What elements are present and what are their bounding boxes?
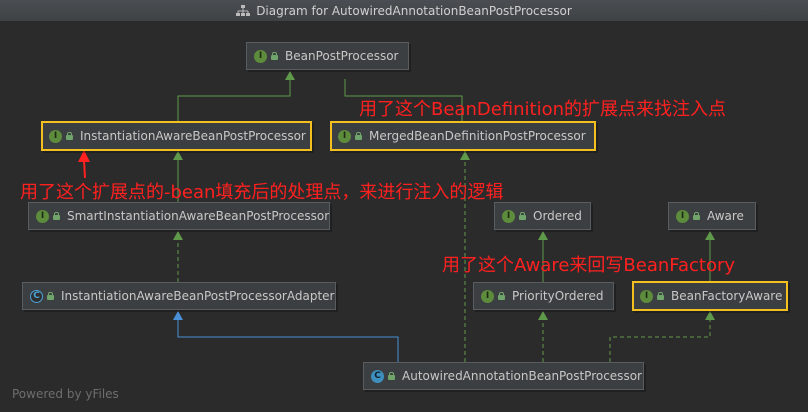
node-smart-instantiation-aware[interactable]: I SmartInstantiationAwareBeanPostProcess… bbox=[28, 202, 330, 230]
node-label: AutowiredAnnotationBeanPostProcessor bbox=[402, 369, 642, 383]
node-label: MergedBeanDefinitionPostProcessor bbox=[369, 129, 586, 143]
node-bean-factory-aware[interactable]: I BeanFactoryAware bbox=[632, 281, 788, 311]
edge-autowired-to-bfaware bbox=[609, 318, 711, 362]
node-aware[interactable]: I Aware bbox=[668, 202, 756, 230]
arrowhead-bfaware bbox=[705, 311, 715, 320]
lock-icon bbox=[388, 372, 395, 380]
arrowhead-ordered bbox=[538, 231, 548, 240]
node-label: BeanPostProcessor bbox=[285, 49, 399, 63]
node-label: InstantiationAwareBeanPostProcessor bbox=[80, 129, 306, 143]
lock-icon bbox=[66, 132, 73, 140]
node-label: SmartInstantiationAwareBeanPostProcessor bbox=[67, 209, 330, 223]
arrowhead-merged bbox=[460, 151, 470, 160]
edge-instantiation-to-bpp bbox=[177, 79, 291, 122]
lock-icon bbox=[355, 132, 362, 140]
node-autowired[interactable]: C AutowiredAnnotationBeanPostProcessor bbox=[363, 362, 644, 390]
class-icon: C bbox=[371, 369, 384, 383]
interface-icon: I bbox=[254, 49, 267, 63]
edge-merged-to-bpp bbox=[344, 79, 463, 122]
node-label: BeanFactoryAware bbox=[671, 289, 783, 303]
interface-icon: I bbox=[338, 129, 351, 143]
lock-icon bbox=[657, 292, 664, 300]
node-label: Aware bbox=[707, 209, 744, 223]
annotation-merged: 用了这个BeanDefinition的扩展点来找注入点 bbox=[359, 99, 727, 120]
window-titlebar: Diagram for AutowiredAnnotationBeanPostP… bbox=[0, 0, 808, 22]
node-label: PriorityOrdered bbox=[512, 289, 604, 303]
node-adapter[interactable]: C InstantiationAwareBeanPostProcessorAda… bbox=[22, 282, 336, 310]
node-label: InstantiationAwareBeanPostProcessorAdapt… bbox=[61, 289, 335, 303]
arrowhead-priority bbox=[538, 311, 548, 320]
arrowhead-aware bbox=[705, 231, 715, 240]
lock-icon bbox=[519, 212, 526, 220]
window-title: Diagram for AutowiredAnnotationBeanPostP… bbox=[256, 3, 572, 18]
edge-autowired-to-adapter bbox=[177, 318, 399, 362]
annotation-arrowhead bbox=[78, 150, 90, 162]
lock-icon bbox=[53, 212, 60, 220]
interface-icon: I bbox=[481, 289, 494, 303]
arrowhead-smart bbox=[173, 231, 183, 240]
powered-by-footer: Powered by yFiles bbox=[12, 387, 119, 401]
interface-icon: I bbox=[49, 129, 62, 143]
lock-icon bbox=[693, 212, 700, 220]
node-ordered[interactable]: I Ordered bbox=[494, 202, 591, 230]
arrowhead-adapter bbox=[173, 311, 183, 320]
annotation-instantiation: 用了这个扩展点的-bean填充后的处理点，来进行注入的逻辑 bbox=[20, 182, 504, 203]
lock-icon bbox=[47, 292, 54, 300]
interface-icon: I bbox=[676, 209, 689, 223]
interface-icon: I bbox=[502, 209, 515, 223]
node-label: Ordered bbox=[533, 209, 582, 223]
node-merged-bean-definition[interactable]: I MergedBeanDefinitionPostProcessor bbox=[330, 121, 596, 151]
arrowhead-instantiation bbox=[173, 151, 183, 160]
annotation-aware: 用了这个Aware来回写BeanFactory bbox=[442, 255, 736, 276]
annotation-arrow-line bbox=[83, 159, 86, 179]
lock-icon bbox=[498, 292, 505, 300]
interface-icon: I bbox=[36, 209, 49, 223]
interface-icon: I bbox=[640, 289, 653, 303]
node-bean-post-processor[interactable]: I BeanPostProcessor bbox=[246, 42, 409, 70]
arrowhead-bpp bbox=[285, 71, 295, 80]
node-instantiation-aware[interactable]: I InstantiationAwareBeanPostProcessor bbox=[41, 121, 312, 151]
abstract-class-icon: C bbox=[30, 289, 43, 303]
node-priority-ordered[interactable]: I PriorityOrdered bbox=[473, 282, 614, 310]
lock-icon bbox=[271, 52, 278, 60]
diagram-icon bbox=[236, 4, 251, 17]
